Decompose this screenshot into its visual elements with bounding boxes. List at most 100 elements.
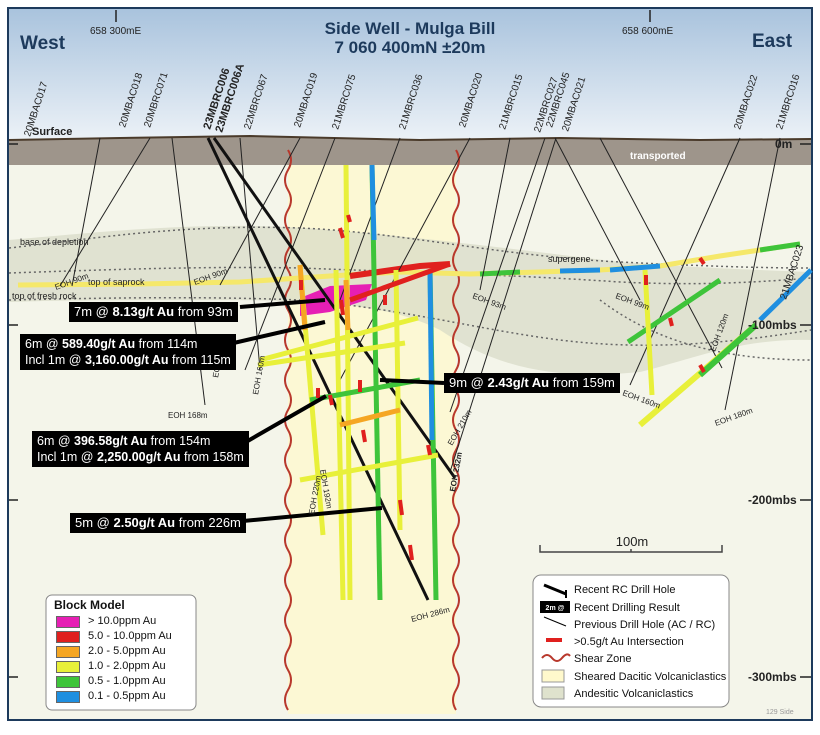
result-box-3: 9m @ 2.43g/t Au from 159m (444, 373, 620, 393)
hole-20mbac019 (219, 137, 301, 286)
result-2b-depth: from 115m (168, 353, 231, 367)
depth-100: -100mbs (748, 318, 797, 332)
weathering-band (9, 225, 811, 375)
west-label: West (20, 33, 66, 54)
base-of-depletion-line (8, 226, 812, 269)
base-of-depletion-label: base of depletion (20, 237, 89, 247)
legend-result-tag: 2m @ (546, 605, 565, 612)
legend-previous: Previous Drill Hole (AC / RC) (574, 619, 715, 631)
result-box-5: 5m @ 2.50g/t Au from 226m (70, 513, 246, 533)
result-5-interval: 5m @ (75, 515, 114, 530)
result-2-grade: 589.40g/t Au (62, 337, 136, 351)
block-model-title: Block Model (54, 598, 125, 612)
hole-23mbrc006 (206, 137, 430, 601)
result-3-interval: 9m @ (449, 375, 488, 390)
hole-20mbac020 (339, 137, 471, 381)
top-of-fresh-rock-label: top of fresh rock (12, 291, 77, 301)
result-4-depth: from 154m (147, 434, 211, 448)
scale-bar: 100m (539, 534, 723, 553)
east-hole-c-green (698, 322, 758, 378)
hole-21mbrc015 (479, 137, 511, 291)
hole-21mbrc016-b (599, 137, 723, 369)
title-line-2: 7 060 400mN ±20m (334, 38, 485, 57)
result-5-depth: from 226m (175, 515, 241, 530)
supergene-blanket (17, 241, 801, 288)
block-model-label: 0.1 - 0.5ppm Au (88, 690, 166, 702)
assay-holes (257, 164, 451, 601)
result-2-depth: from 114m (135, 337, 198, 351)
easting-left: 658 300mE (90, 26, 141, 37)
block-model-swatch (56, 661, 80, 673)
hole-22mbrc067 (239, 137, 261, 371)
legend-symbols: 2m @ (540, 583, 571, 700)
supergene-green-b (759, 241, 801, 253)
supergene-blue-a (559, 267, 601, 274)
result-3-grade: 2.43g/t Au (487, 375, 550, 390)
shear-zone-east (452, 149, 460, 711)
legend-sheared-swatch (541, 669, 565, 683)
legend-previous-hole-icon (543, 616, 567, 627)
legend-shear: Shear Zone (574, 653, 631, 665)
east-hole-a (626, 277, 722, 345)
east-label: East (752, 31, 793, 52)
supergene-label: supergene (548, 254, 591, 264)
surface-label: Surface (32, 126, 72, 138)
east-hole-d (758, 268, 813, 322)
hole-20mbac021 (554, 137, 641, 301)
legend-andesitic: Andesitic Volcaniclastics (574, 688, 694, 700)
top-of-saprock-line (8, 266, 812, 285)
assay-hole-6-blue (427, 269, 435, 441)
assay-cross-4 (299, 452, 439, 483)
result-5-grade: 2.50g/t Au (113, 515, 176, 530)
transported-label: transported (630, 151, 686, 162)
symbol-legend-box (532, 574, 730, 708)
legend-intersection: >0.5g/t Au Intersection (574, 636, 684, 648)
result-3-depth: from 159m (549, 375, 615, 390)
depth-0: 0m (775, 137, 792, 151)
legend-andesitic-swatch (541, 686, 565, 700)
assay-hole-2 (333, 269, 346, 601)
legend-recent-hole-icon (543, 583, 567, 596)
result-box-4: 6m @ 396.58g/t Au from 154m Incl 1m @ 2,… (32, 431, 249, 467)
legend-shear-icon (541, 653, 571, 662)
block-model-label: 5.0 - 10.0ppm Au (88, 630, 172, 642)
result-1-depth: from 93m (174, 304, 233, 319)
legend-result-swatch (540, 601, 570, 613)
top-of-saprock-label: top of saprock (88, 277, 145, 287)
assay-hole-5 (393, 269, 403, 531)
legend-labels: Recent RC Drill Hole Recent Drilling Res… (574, 584, 727, 700)
depth-200: -200mbs (748, 493, 797, 507)
result-box-1: 7m @ 8.13g/t Au from 93m (69, 302, 238, 322)
legend-sheared: Sheared Dacitic Volcaniclastics (574, 671, 727, 683)
result-2b-interval: Incl 1m @ (25, 353, 85, 367)
block-model-label: > 10.0ppm Au (88, 615, 157, 627)
surface-line (8, 134, 812, 142)
assay-hole-3 (343, 164, 353, 601)
result-4b-grade: 2,250.00g/t Au (96, 450, 181, 464)
hole-21mbrc016 (724, 137, 781, 411)
result-2-interval: 6m @ (25, 337, 62, 351)
legend-recent-result: Recent Drilling Result (574, 602, 680, 614)
result-box-2: 6m @ 589.40g/t Au from 114m Incl 1m @ 3,… (20, 334, 236, 370)
block-model-label: 0.5 - 1.0ppm Au (88, 675, 166, 687)
footer-label: 129 Side (766, 709, 794, 716)
east-assay-holes (626, 268, 813, 428)
result-1-grade: 8.13g/t Au (112, 304, 175, 319)
result-2b-grade: 3,160.00g/t Au (84, 353, 169, 367)
block-model-legend-box (45, 594, 197, 711)
result-4b-interval: Incl 1m @ (37, 450, 97, 464)
east-hole-b (642, 269, 655, 396)
depth-300: -300mbs (748, 670, 797, 684)
easting-right: 658 600mE (622, 26, 673, 37)
assay-cross-5 (349, 261, 451, 303)
hole-22mbrc045 (449, 137, 557, 473)
assay-hole-4-blue (369, 164, 377, 241)
assay-hole-1-orange (297, 264, 308, 331)
block-model-swatch (56, 691, 80, 703)
legend-recent-rc: Recent RC Drill Hole (574, 584, 675, 596)
supergene-green-a (479, 269, 521, 277)
result-4-interval: 6m @ (37, 434, 74, 448)
block-model-swatch (56, 631, 80, 643)
